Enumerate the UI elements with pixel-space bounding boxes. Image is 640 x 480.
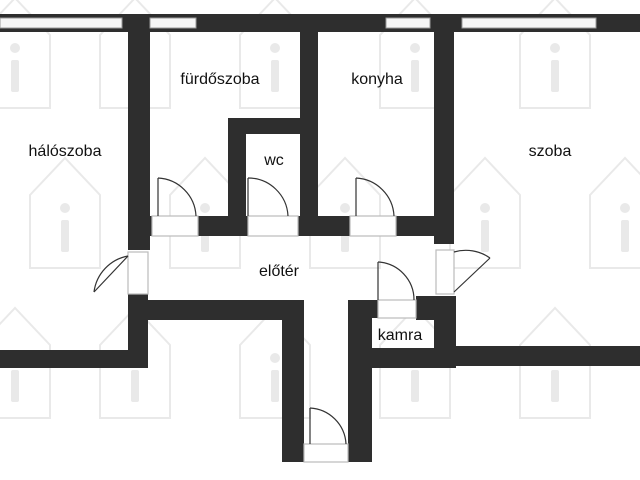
window xyxy=(385,17,431,29)
wall-bath-kitchen xyxy=(300,14,318,120)
wall-lower-right xyxy=(434,346,640,366)
door-pantry xyxy=(377,261,417,319)
room-labels: hálószoba fürdőszoba wc konyha szoba elő… xyxy=(29,71,572,344)
room-label-room: szoba xyxy=(529,143,572,160)
door-room xyxy=(435,249,491,295)
house-info-icon xyxy=(29,157,101,269)
door-bathroom xyxy=(151,177,199,237)
wall-corridor-right xyxy=(348,300,372,462)
door-kitchen xyxy=(349,177,397,237)
window xyxy=(461,17,597,29)
wall-bedroom-right xyxy=(128,14,150,250)
house-info-icon xyxy=(449,157,521,269)
wall-kitchen-room xyxy=(434,14,454,244)
wall-hall-bottom-left xyxy=(128,300,304,320)
wall-corridor-left xyxy=(282,300,304,462)
zenga-logo-icon: zenga xyxy=(545,450,619,472)
wall-wc-left xyxy=(228,118,246,234)
house-info-icon xyxy=(589,157,640,269)
door-wc xyxy=(247,177,299,237)
room-label-bathroom: fürdőszoba xyxy=(180,71,259,88)
room-label-pantry: kamra xyxy=(378,327,423,344)
wall-lower-left xyxy=(0,350,148,368)
room-label-wc: wc xyxy=(263,152,284,169)
wall-wc-top xyxy=(228,118,318,134)
doors xyxy=(93,177,491,463)
room-label-bedroom: hálószoba xyxy=(29,143,102,160)
wall-wc-right xyxy=(300,118,318,234)
room-label-kitchen: konyha xyxy=(351,71,403,88)
wall-pantry-bottom xyxy=(348,348,456,368)
house-info-icon xyxy=(309,157,381,269)
brand-name: zenga xyxy=(570,452,619,471)
window xyxy=(0,17,123,29)
door-entrance xyxy=(303,407,349,463)
window xyxy=(149,17,197,29)
room-label-hall: előtér xyxy=(259,263,300,280)
windows xyxy=(0,17,597,29)
door-bedroom xyxy=(93,251,149,295)
